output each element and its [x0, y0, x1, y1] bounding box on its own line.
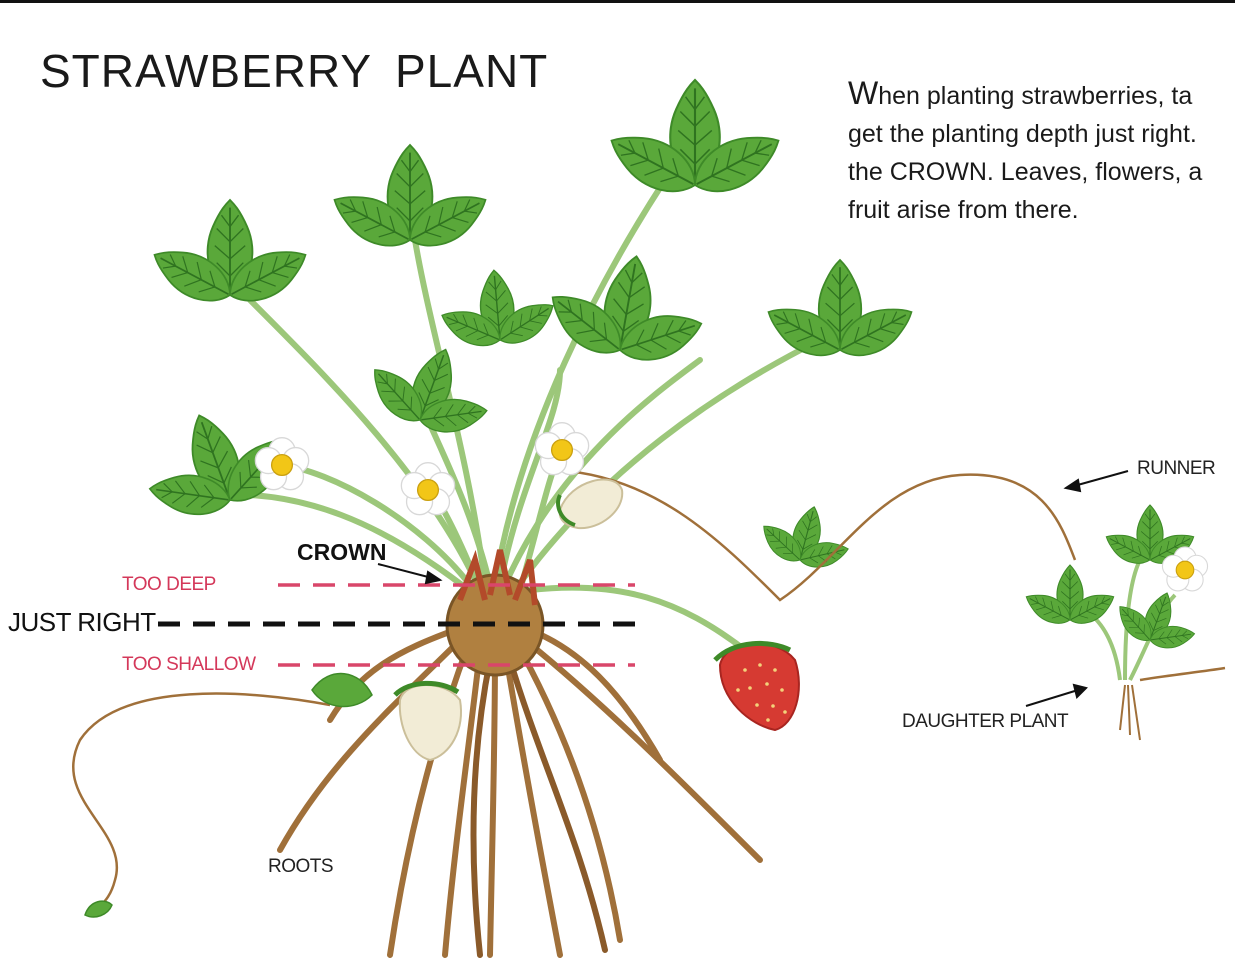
intro-text: When planting strawberries, ta get the p… — [848, 74, 1235, 229]
intro-line-1: hen planting strawberries, ta — [878, 82, 1193, 110]
leaf-stems — [212, 177, 823, 653]
intro-line-3: the CROWN. Leaves, flowers, a — [848, 158, 1203, 186]
crown — [445, 549, 545, 677]
top-border — [0, 0, 1235, 3]
runner-right — [544, 468, 1077, 602]
diagram-title: STRAWBERRY PLANT — [40, 45, 549, 97]
roots-label: ROOTS — [268, 856, 334, 877]
intro-line-4: fruit arise from there. — [848, 196, 1079, 224]
runner-extension — [1139, 666, 1226, 682]
ripe-strawberry — [713, 640, 800, 732]
pointer-arrows — [377, 470, 1129, 707]
runner-left-leaf — [84, 900, 113, 918]
runner-label: RUNNER — [1137, 458, 1216, 479]
too-shallow-label: TOO SHALLOW — [122, 654, 256, 675]
runner-left — [72, 692, 331, 911]
intro-drop-letter: W — [848, 75, 879, 111]
just-right-label: JUST RIGHT — [8, 607, 156, 637]
roots — [277, 627, 763, 958]
unripe-berries — [393, 478, 624, 762]
crown-label: CROWN — [297, 539, 387, 565]
daughter-plant — [1021, 505, 1209, 741]
too-deep-label: TOO DEEP — [122, 574, 216, 595]
daughter-plant-label: DAUGHTER PLANT — [902, 711, 1069, 732]
small-leaf — [311, 673, 373, 708]
intro-line-2: get the planting depth just right. — [848, 120, 1197, 148]
